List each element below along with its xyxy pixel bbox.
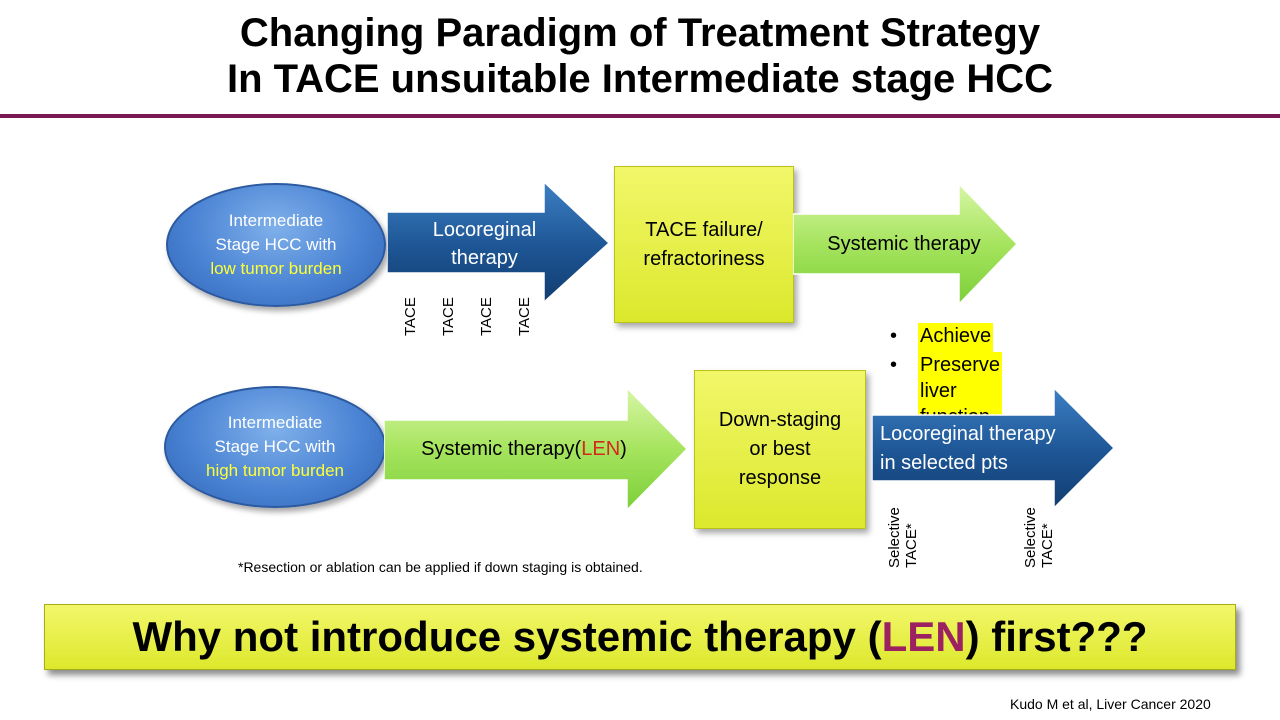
citation: Kudo M et al, Liver Cancer 2020 bbox=[1010, 696, 1211, 712]
arrow-label-line: Locoreginal bbox=[432, 219, 537, 241]
arrow-label-line: therapy bbox=[451, 247, 518, 269]
box-line: refractoriness bbox=[643, 247, 765, 270]
blue-arrow-shape bbox=[872, 388, 1116, 510]
title-divider bbox=[0, 114, 1280, 118]
blue-arrow-shape bbox=[387, 182, 611, 304]
banner-text: Why not introduce systemic therapy ( bbox=[132, 613, 882, 660]
bullet-icon: • bbox=[890, 354, 898, 376]
box-line: Down-staging bbox=[718, 409, 842, 431]
label-line: Selective bbox=[886, 507, 903, 568]
locoregional-therapy-arrow: Locoreginal therapy bbox=[387, 182, 611, 304]
arrow-label: Systemic therapy(LEN) bbox=[384, 435, 664, 463]
high-burden-ellipse: Intermediate Stage HCC with high tumor b… bbox=[164, 386, 386, 508]
box-line: response bbox=[738, 467, 822, 489]
green-arrow-shape bbox=[384, 388, 689, 512]
slide-title: Changing Paradigm of Treatment Strategy … bbox=[0, 10, 1280, 102]
ellipse-line: Stage HCC with bbox=[214, 437, 336, 456]
arrow-label-text: ) bbox=[620, 438, 627, 460]
tace-label: TACE bbox=[516, 297, 533, 336]
ellipse-line: Stage HCC with bbox=[215, 235, 337, 254]
low-burden-ellipse: Intermediate Stage HCC with low tumor bu… bbox=[166, 183, 386, 307]
locoregional-selected-arrow: Locoreginal therapy in selected pts bbox=[872, 388, 1116, 510]
len-highlight: LEN bbox=[881, 613, 966, 660]
ellipse-line: Intermediate bbox=[228, 211, 324, 230]
systemic-therapy-arrow: Systemic therapy bbox=[793, 184, 1019, 308]
len-highlight: LEN bbox=[581, 438, 621, 460]
tace-label: TACE bbox=[478, 297, 495, 336]
arrow-label: Locoreginal therapy in selected pts bbox=[880, 420, 1110, 478]
banner-text: ) first??? bbox=[965, 613, 1148, 660]
tace-failure-box: TACE failure/ refractoriness bbox=[614, 166, 794, 323]
tace-label: TACE bbox=[440, 297, 457, 336]
green-arrow-shape bbox=[793, 184, 1019, 306]
down-staging-box: Down-staging or best response bbox=[694, 370, 866, 529]
label-line: TACE* bbox=[903, 523, 920, 568]
arrow-label-line: Locoreginal therapy bbox=[880, 423, 1056, 445]
arrow-label: Systemic therapy bbox=[827, 233, 981, 255]
ellipse-highlight-line: low tumor burden bbox=[210, 259, 342, 278]
arrow-label-text: Systemic therapy( bbox=[421, 438, 582, 460]
selective-tace-label: Selective TACE* bbox=[1022, 507, 1056, 568]
title-line-1: Changing Paradigm of Treatment Strategy bbox=[239, 11, 1041, 55]
label-line: Selective bbox=[1022, 507, 1039, 568]
footnote: *Resection or ablation can be applied if… bbox=[238, 559, 643, 575]
selective-tace-label: Selective TACE* bbox=[886, 507, 920, 568]
question-banner: Why not introduce systemic therapy (LEN)… bbox=[44, 604, 1236, 670]
title-line-2: In TACE unsuitable Intermediate stage HC… bbox=[226, 57, 1054, 101]
label-line: TACE* bbox=[1039, 523, 1056, 568]
systemic-therapy-len-arrow: Systemic therapy(LEN) bbox=[384, 388, 690, 512]
bullet-icon: • bbox=[890, 325, 898, 347]
ellipse-highlight-line: high tumor burden bbox=[206, 461, 344, 480]
box-line: TACE failure/ bbox=[645, 218, 763, 241]
tace-label: TACE bbox=[402, 297, 419, 336]
arrow-label-line: in selected pts bbox=[880, 452, 1008, 474]
arrow-label: Locoreginal therapy bbox=[387, 216, 582, 272]
ellipse-line: Intermediate bbox=[227, 413, 323, 432]
box-line: or best bbox=[749, 438, 811, 460]
